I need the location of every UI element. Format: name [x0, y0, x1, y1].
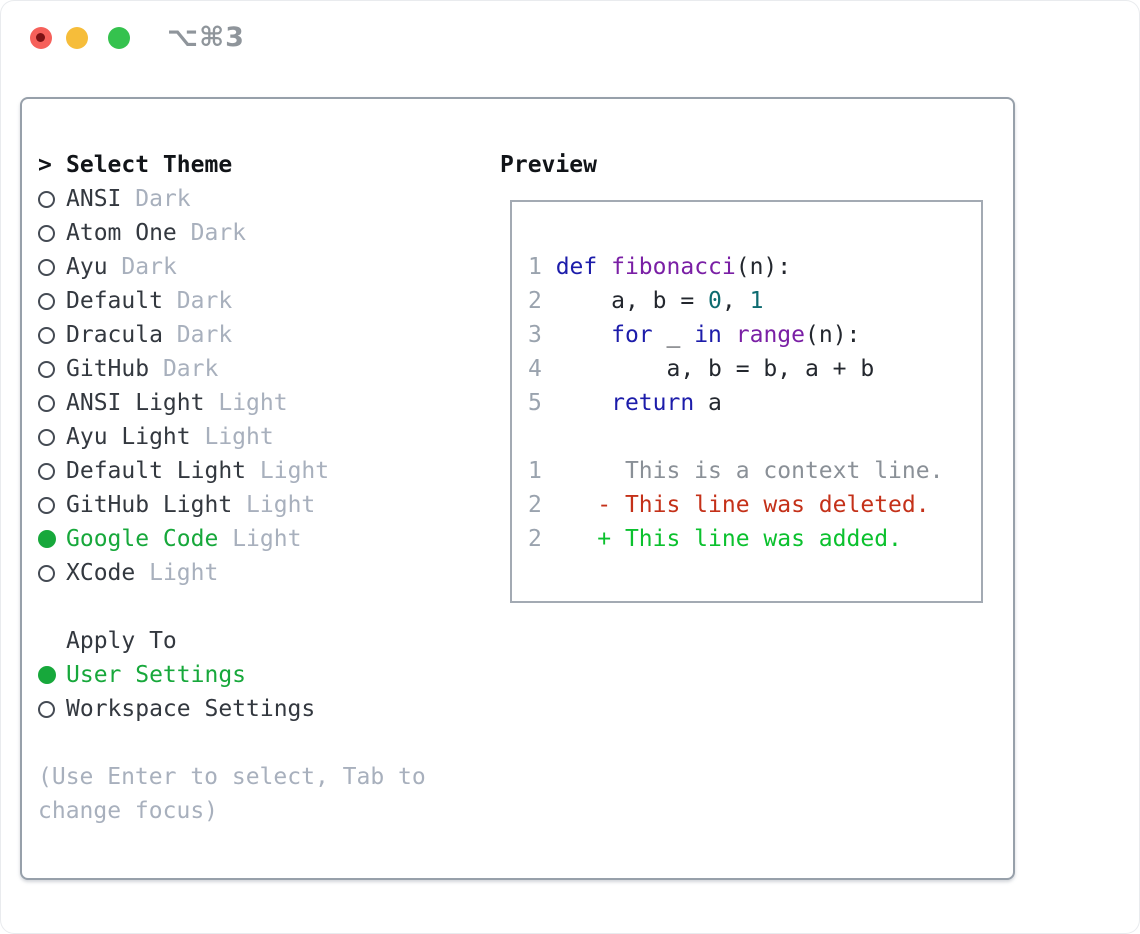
theme-option-github-light[interactable]: GitHub Light Light — [38, 488, 478, 522]
radio-selected-icon — [38, 530, 66, 548]
help-text-line1: (Use Enter to select, Tab to — [38, 764, 426, 790]
theme-option-github-dark[interactable]: GitHub Dark — [38, 352, 478, 386]
radio-icon — [38, 496, 66, 514]
radio-icon — [38, 394, 66, 412]
window-title: ⌥⌘3 — [167, 22, 245, 53]
select-theme-title: Select Theme — [66, 152, 233, 178]
minimize-button-icon[interactable] — [66, 27, 88, 49]
focus-caret-icon: > — [38, 152, 52, 178]
preview-title: Preview — [500, 152, 597, 178]
radio-icon — [38, 564, 66, 582]
radio-icon — [38, 462, 66, 480]
radio-icon — [38, 700, 66, 718]
radio-icon — [38, 326, 66, 344]
radio-icon — [38, 360, 66, 378]
zoom-button-icon[interactable] — [108, 27, 130, 49]
theme-option-default-dark[interactable]: Default Dark — [38, 284, 478, 318]
theme-option-ansi-dark[interactable]: ANSI Dark — [38, 182, 478, 216]
radio-icon — [38, 224, 66, 242]
help-text-line2: change focus) — [38, 798, 219, 824]
theme-option-ayu-dark[interactable]: Ayu Dark — [38, 250, 478, 284]
apply-to-title: Apply To — [66, 628, 177, 654]
radio-icon — [38, 258, 66, 276]
theme-option-dracula-dark[interactable]: Dracula Dark — [38, 318, 478, 352]
theme-option-xcode-light[interactable]: XCode Light — [38, 556, 478, 590]
theme-option-atom-one-dark[interactable]: Atom One Dark — [38, 216, 478, 250]
radio-selected-icon — [38, 666, 66, 684]
theme-list: > Select Theme ANSI Dark Atom One Dark A… — [38, 148, 478, 828]
theme-option-ansi-light[interactable]: ANSI Light Light — [38, 386, 478, 420]
theme-option-google-code-light[interactable]: Google Code Light — [38, 522, 478, 556]
radio-icon — [38, 292, 66, 310]
theme-option-ayu-light[interactable]: Ayu Light Light — [38, 420, 478, 454]
apply-to-header: Apply To — [38, 624, 478, 658]
theme-option-default-light[interactable]: Default Light Light — [38, 454, 478, 488]
title-bar: ⌥⌘3 — [0, 0, 1140, 76]
select-theme-header: > Select Theme — [38, 148, 478, 182]
apply-option-workspace-settings[interactable]: Workspace Settings — [38, 692, 478, 726]
radio-icon — [38, 428, 66, 446]
close-button-icon[interactable] — [30, 27, 52, 49]
apply-option-user-settings[interactable]: User Settings — [38, 658, 478, 692]
radio-icon — [38, 190, 66, 208]
